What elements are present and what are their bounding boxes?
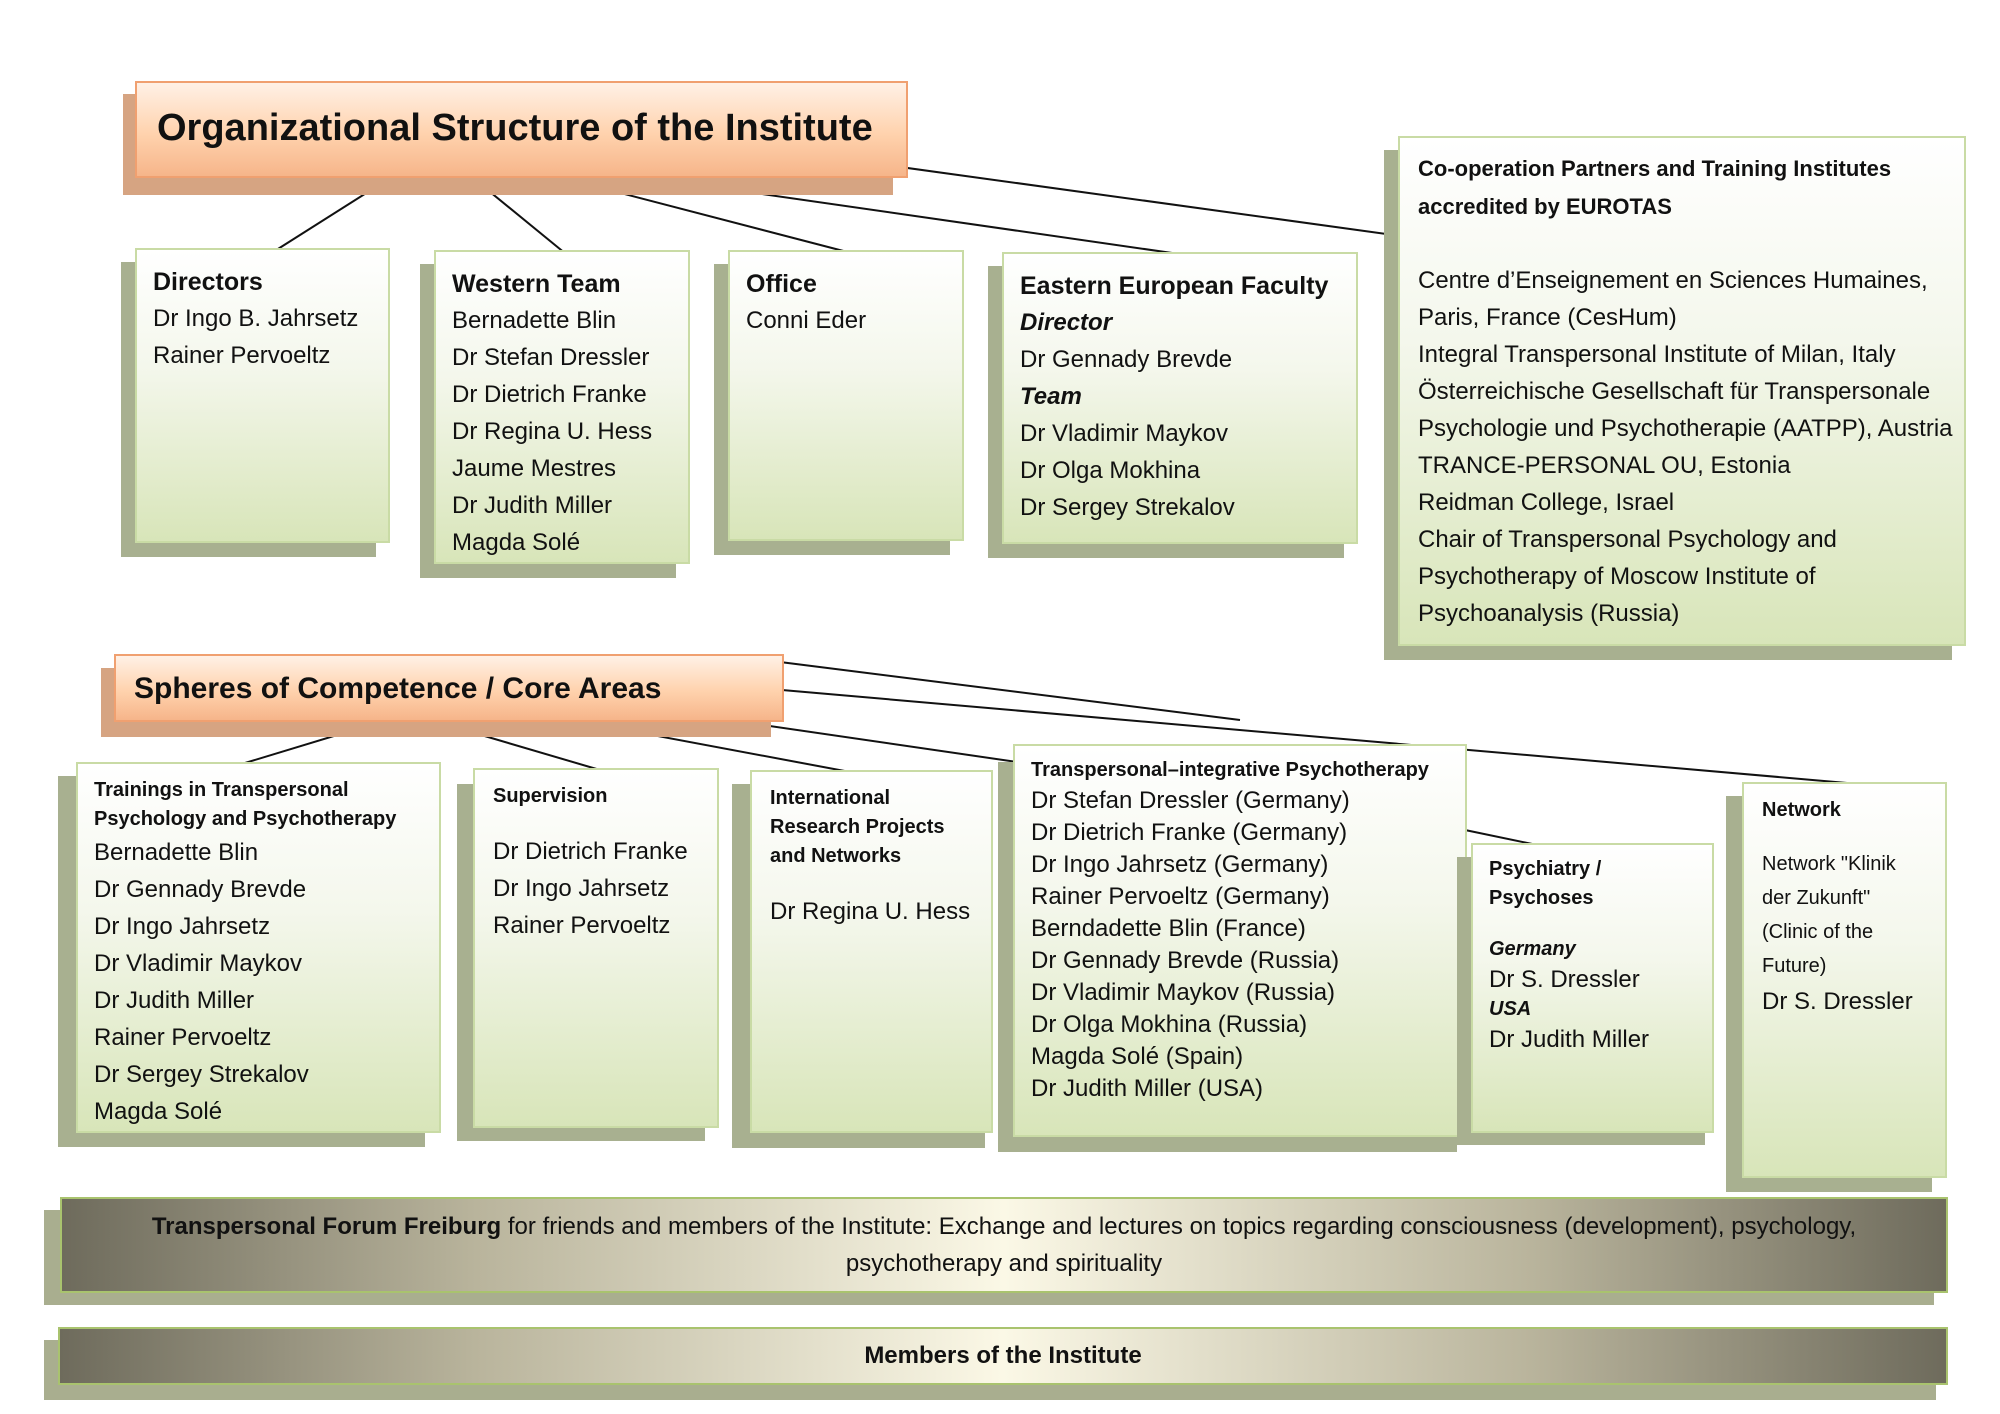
research-title: International: [770, 787, 891, 809]
members-band: Members of the Institute: [58, 1327, 1948, 1385]
partners-title: Co-operation Partners and Training Insti…: [1418, 156, 1892, 181]
forum-text-line1: Transpersonal Forum Freiburg for friends…: [82, 1208, 1926, 1245]
research-title: and Networks: [770, 845, 902, 867]
list-item: Bernadette Blin: [452, 307, 617, 334]
trainings-title: Psychology and Psychotherapy: [94, 808, 397, 830]
list-item: Dr Ingo B. Jahrsetz: [153, 305, 359, 332]
eastern-faculty-box: Eastern European Faculty Director Dr Gen…: [1002, 252, 1358, 544]
forum-name: Transpersonal Forum Freiburg: [151, 1213, 502, 1240]
network-desc: Network "Klinik: [1762, 853, 1896, 875]
psychotherapy-box: Transpersonal–integrative Psychotherapy …: [1013, 744, 1467, 1137]
list-item: Dr Stefan Dressler (Germany): [1031, 787, 1350, 814]
eastern-faculty-title: Eastern European Faculty: [1020, 272, 1329, 300]
network-desc: der Zukunft": [1762, 887, 1871, 909]
psychiatry-title: Psychoses: [1489, 887, 1594, 909]
psychiatry-title: Psychiatry /: [1489, 858, 1602, 880]
western-team-box: Western Team Bernadette Blin Dr Stefan D…: [434, 250, 690, 564]
list-item: Magda Solé: [452, 529, 581, 556]
members-label: Members of the Institute: [864, 1342, 1142, 1369]
forum-text-line2: psychotherapy and spirituality: [845, 1250, 1163, 1277]
list-item: Magda Solé (Spain): [1031, 1043, 1244, 1070]
list-item: Dr Gennady Brevde: [94, 876, 307, 903]
list-item: Integral Transpersonal Institute of Mila…: [1418, 341, 1896, 368]
western-team-title: Western Team: [452, 270, 621, 298]
list-item: Magda Solé: [94, 1098, 223, 1125]
usa-label: USA: [1489, 998, 1532, 1020]
office-box: Office Conni Eder: [728, 250, 964, 541]
list-item: Dr Dietrich Franke: [452, 381, 647, 408]
spheres-header: Spheres of Competence / Core Areas: [114, 654, 784, 722]
list-item: Paris, France (CesHum): [1418, 304, 1677, 331]
partners-title: accredited by EUROTAS: [1418, 194, 1672, 219]
connector-line: [781, 689, 1848, 784]
list-item: Chair of Transpersonal Psychology and: [1418, 526, 1837, 553]
list-item: Dr Vladimir Maykov: [1020, 420, 1229, 447]
list-item: Dr Regina U. Hess: [452, 418, 653, 445]
germany-label: Germany: [1489, 938, 1576, 960]
research-box: International Research Projects and Netw…: [750, 770, 993, 1133]
forum-band: Transpersonal Forum Freiburg for friends…: [60, 1197, 1948, 1293]
list-item: Dr S. Dressler: [1762, 988, 1913, 1015]
list-item: Dr Vladimir Maykov: [94, 950, 303, 977]
partners-box: Co-operation Partners and Training Insti…: [1398, 136, 1966, 646]
network-box: Network Network "Klinik der Zukunft" (Cl…: [1742, 782, 1947, 1178]
list-item: Dr Judith Miller: [452, 492, 613, 519]
list-item: Dr Dietrich Franke (Germany): [1031, 819, 1348, 846]
list-item: Dr Sergey Strekalov: [1020, 494, 1235, 521]
list-item: Dr Judith Miller: [94, 987, 255, 1014]
psychotherapy-title: Transpersonal–integrative Psychotherapy: [1031, 759, 1429, 781]
list-item: Psychotherapy of Moscow Institute of: [1418, 563, 1816, 590]
list-item: Dr Dietrich Franke: [493, 838, 688, 865]
list-item: Jaume Mestres: [452, 455, 617, 482]
research-title: Research Projects: [770, 816, 945, 838]
list-item: Rainer Pervoeltz: [94, 1024, 272, 1051]
list-item: Dr Ingo Jahrsetz: [94, 913, 271, 940]
network-desc: Future): [1762, 955, 1827, 977]
network-title: Network: [1762, 799, 1841, 821]
main-header: Organizational Structure of the Institut…: [135, 81, 908, 178]
list-item: Dr Ingo Jahrsetz: [493, 875, 670, 902]
list-item: Dr Olga Mokhina (Russia): [1031, 1011, 1308, 1038]
list-item: Dr Gennady Brevde: [1020, 346, 1233, 373]
connector-line: [1464, 829, 1538, 846]
connector-line: [741, 721, 1018, 763]
list-item: TRANCE-PERSONAL OU, Estonia: [1418, 452, 1791, 479]
directors-title: Directors: [153, 268, 263, 296]
forum-description: for friends and members of the Institute…: [501, 1213, 1857, 1240]
supervision-box: Supervision Dr Dietrich Franke Dr Ingo J…: [473, 768, 719, 1128]
list-item: Dr S. Dressler: [1489, 966, 1640, 993]
office-title: Office: [746, 270, 817, 298]
list-item: Dr Vladimir Maykov (Russia): [1031, 979, 1336, 1006]
list-item: Rainer Pervoeltz (Germany): [1031, 883, 1330, 910]
list-item: Reidman College, Israel: [1418, 489, 1675, 516]
trainings-box: Trainings in Transpersonal Psychology an…: [76, 762, 441, 1133]
directors-box: Directors Dr Ingo B. Jahrsetz Rainer Per…: [135, 248, 390, 543]
list-item: Dr Judith Miller: [1489, 1026, 1650, 1053]
network-desc: (Clinic of the: [1762, 921, 1874, 943]
director-label: Director: [1020, 309, 1113, 336]
team-label: Team: [1020, 383, 1082, 410]
list-item: Dr Olga Mokhina: [1020, 457, 1201, 484]
list-item: Dr Ingo Jahrsetz (Germany): [1031, 851, 1329, 878]
main-header-title: Organizational Structure of the Institut…: [157, 107, 873, 149]
supervision-title: Supervision: [493, 785, 608, 807]
trainings-title: Trainings in Transpersonal: [94, 779, 349, 801]
list-item: Dr Gennady Brevde (Russia): [1031, 947, 1340, 974]
list-item: Psychoanalysis (Russia): [1418, 600, 1680, 627]
list-item: Centre d’Enseignement en Sciences Humain…: [1418, 267, 1928, 294]
list-item: Dr Stefan Dressler: [452, 344, 650, 371]
list-item: Psychologie und Psychotherapie (AATPP), …: [1418, 415, 1953, 442]
list-item: Rainer Pervoeltz: [153, 342, 331, 369]
psychiatry-box: Psychiatry / Psychoses Germany Dr S. Dre…: [1471, 843, 1714, 1133]
spheres-header-title: Spheres of Competence / Core Areas: [134, 672, 662, 705]
list-item: Österreichische Gesellschaft für Transpe…: [1418, 378, 1931, 405]
list-item: Berndadette Blin (France): [1031, 915, 1306, 942]
list-item: Bernadette Blin: [94, 839, 259, 866]
list-item: Dr Judith Miller (USA): [1031, 1075, 1264, 1102]
connector-line: [779, 661, 1241, 721]
list-item: Conni Eder: [746, 307, 867, 334]
list-item: Dr Regina U. Hess: [770, 898, 971, 925]
list-item: Rainer Pervoeltz: [493, 912, 671, 939]
list-item: Dr Sergey Strekalov: [94, 1061, 309, 1088]
